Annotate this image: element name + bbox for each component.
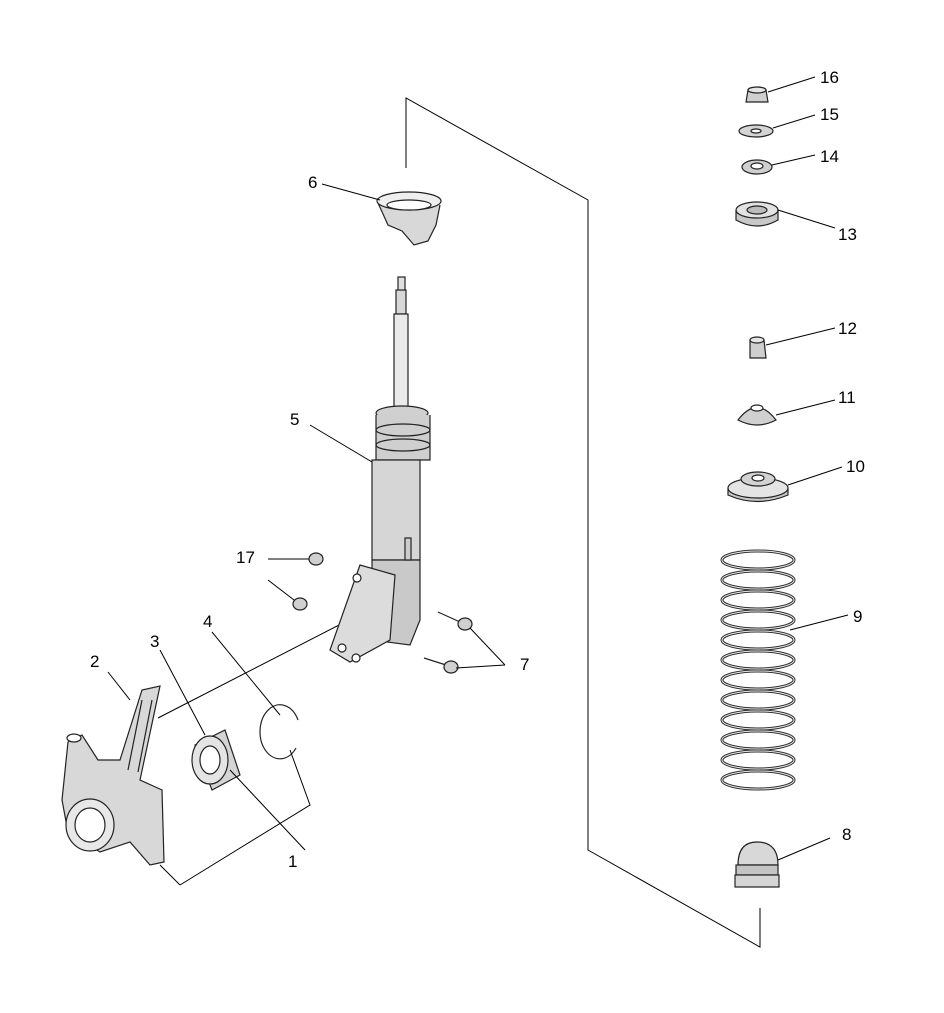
part-17-nuts — [292, 552, 324, 611]
part-11-bump-cap — [737, 404, 777, 426]
part-9-coil-spring — [720, 549, 796, 791]
callout-labels: 1 2 3 4 5 6 7 8 9 10 11 12 13 14 15 16 1… — [90, 68, 865, 871]
callout-8: 8 — [842, 825, 851, 844]
part-4-snap-ring — [259, 704, 299, 760]
spring-coil-highlight — [721, 710, 795, 730]
part-8-bump-stop — [734, 841, 780, 888]
part-14-washer — [741, 159, 773, 175]
callout-7: 7 — [520, 655, 529, 674]
part-15-washer — [738, 124, 774, 138]
callout-13: 13 — [838, 225, 857, 244]
callout-9: 9 — [853, 607, 862, 626]
spring-coil-highlight — [721, 670, 795, 690]
callout-12: 12 — [838, 319, 857, 338]
spring-coil-highlight — [721, 770, 795, 790]
part-7-bolts — [423, 611, 473, 674]
spring-coil-highlight — [721, 650, 795, 670]
callout-10: 10 — [846, 457, 865, 476]
callout-6: 6 — [308, 173, 317, 192]
spring-coil-highlight — [721, 630, 795, 650]
callout-16: 16 — [820, 68, 839, 87]
assembly-lines — [157, 97, 761, 948]
callout-4: 4 — [203, 612, 212, 631]
part-12-nut — [749, 336, 767, 359]
spring-coil-highlight — [721, 610, 795, 630]
callout-14: 14 — [820, 147, 839, 166]
callout-2: 2 — [90, 652, 99, 671]
part-2-knuckle — [61, 685, 165, 866]
spring-coil-highlight — [721, 550, 795, 570]
part-6-upper-seat — [376, 191, 442, 246]
part-16-nut — [745, 86, 769, 103]
callout-11: 11 — [838, 388, 856, 407]
callout-5: 5 — [290, 410, 299, 429]
part-10-spring-seat — [727, 471, 789, 503]
spring-coil-highlight — [721, 690, 795, 710]
callout-15: 15 — [820, 105, 839, 124]
spring-coil-highlight — [721, 590, 795, 610]
callout-1: 1 — [288, 852, 297, 871]
callout-3: 3 — [150, 632, 159, 651]
part-3-bearing — [191, 729, 241, 791]
spring-coil-highlight — [721, 730, 795, 750]
part-5-strut — [329, 276, 431, 663]
spring-coil-highlight — [721, 750, 795, 770]
leader-lines — [107, 76, 849, 886]
callout-17: 17 — [236, 548, 255, 567]
part-13-mount — [735, 201, 779, 227]
spring-coil-highlight — [721, 570, 795, 590]
